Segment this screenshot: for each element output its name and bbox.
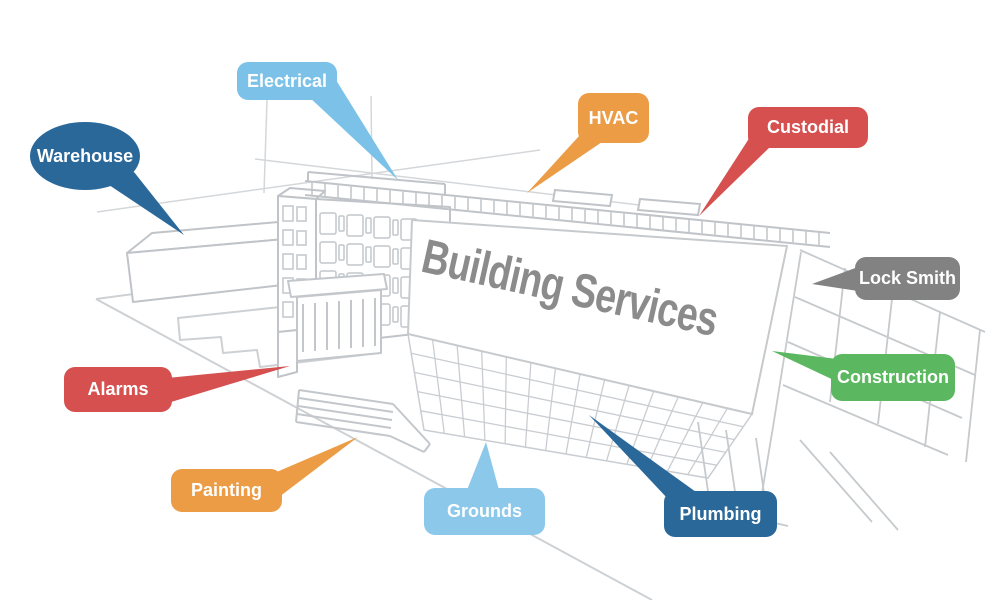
curtain-wall — [407, 333, 754, 479]
roof-railing — [304, 171, 831, 248]
entrance-and-stairs — [287, 273, 431, 453]
callout-tails — [106, 80, 858, 499]
callout-hvac[interactable]: HVAC — [578, 93, 649, 143]
callout-grounds[interactable]: Grounds — [424, 488, 545, 535]
callout-alarms[interactable]: Alarms — [64, 367, 172, 412]
callout-grounds-tail — [467, 442, 499, 490]
callout-painting[interactable]: Painting — [171, 469, 282, 512]
banner-panel — [406, 218, 789, 416]
callout-alarms-tail — [167, 366, 290, 402]
callout-plumbing-tail — [589, 415, 696, 499]
callout-custodial-tail — [699, 137, 770, 216]
callout-plumbing[interactable]: Plumbing — [664, 491, 777, 537]
perspective-lines — [96, 95, 699, 213]
callout-warehouse-tail — [106, 172, 184, 235]
callout-construction[interactable]: Construction — [831, 354, 955, 401]
callout-hvac-tail — [527, 135, 602, 193]
callout-warehouse[interactable]: Warehouse — [30, 122, 140, 190]
callout-electrical-tail — [308, 80, 398, 180]
callout-construction-tail — [772, 351, 840, 383]
callout-custodial[interactable]: Custodial — [748, 107, 868, 148]
callout-painting-tail — [272, 437, 358, 497]
callout-electrical[interactable]: Electrical — [237, 62, 337, 100]
callout-lock-smith-tail — [812, 267, 858, 291]
callout-lock-smith[interactable]: Lock Smith — [855, 257, 960, 300]
